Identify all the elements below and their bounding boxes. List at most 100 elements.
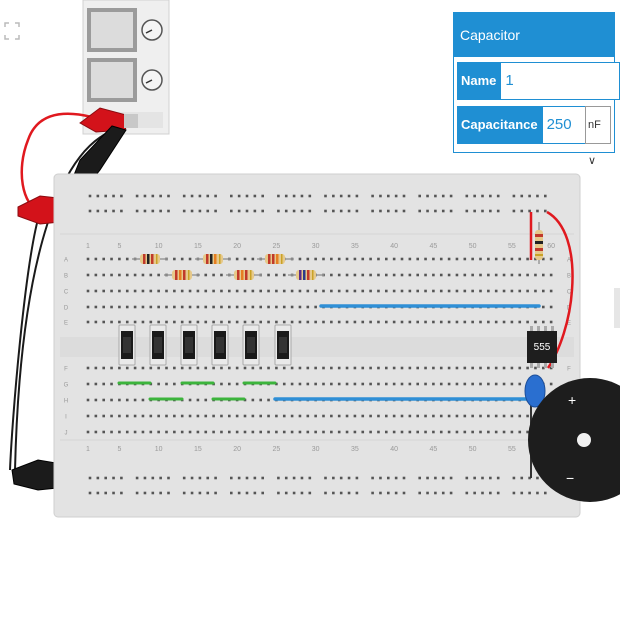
hole [298,366,302,370]
rail-hole [308,476,312,480]
rail-hole [489,209,492,213]
rail-hole [198,194,202,198]
hole [549,289,553,293]
column-number: 45 [430,243,438,250]
hole [275,382,278,386]
hole [282,305,286,309]
rail-hole [418,209,421,213]
panel-title: Capacitor [454,13,614,57]
hole [212,305,215,309]
hole [385,430,388,434]
hole [400,289,404,293]
red-clip-top[interactable] [79,107,138,133]
jumper-wires[interactable] [117,210,574,479]
resistor-vertical[interactable] [535,222,543,264]
hole [353,289,357,293]
hole [149,366,153,370]
hole [290,430,294,434]
hole [385,414,388,418]
piezo-speaker[interactable]: + − [528,378,620,502]
hole [549,273,553,277]
hole [392,289,396,293]
rail-hole [528,491,531,495]
hole [235,414,239,418]
hole [282,430,286,434]
hole [385,382,388,386]
hole [353,430,357,434]
rail-hole [481,194,484,198]
rail-hole [536,194,539,198]
rail-hole [284,209,288,213]
hole [353,414,357,418]
rail-hole [473,209,476,213]
name-input[interactable]: 1 [500,62,620,100]
rail-hole [371,491,374,495]
hole [251,398,255,402]
rail-hole [394,209,398,213]
rail-hole [104,476,107,480]
rail-hole [112,209,115,213]
rail-hole [230,491,233,495]
hole [494,320,498,324]
hole [479,320,482,324]
hole [542,366,545,370]
hole [353,257,357,261]
rail-hole [371,194,374,198]
column-number: 1 [86,243,90,250]
hole [361,257,365,261]
pushbutton-center [123,337,131,353]
hole [330,382,333,386]
hole [86,382,90,386]
hole [385,273,388,277]
hole [110,273,113,277]
hole [337,257,341,261]
rail-hole [324,491,327,495]
unit-select[interactable]: nF ∨ [585,106,611,167]
hole [322,289,325,293]
rail-hole [441,194,445,198]
hole [290,366,294,370]
ic-555[interactable]: 555 [527,326,557,368]
hole [251,366,255,370]
rail-hole [135,476,139,480]
hole [494,289,498,293]
panel-edge-handle[interactable] [614,288,620,328]
row-letter: C [64,290,69,296]
hole [502,289,506,293]
rail-hole [394,194,398,198]
hole [377,273,380,277]
hole [471,320,474,324]
pushbutton [118,324,136,366]
capacitor[interactable] [524,374,546,408]
hole [118,320,121,324]
resistor-band [276,254,279,264]
hole [447,320,451,324]
rail-hole [332,209,335,213]
hole [259,289,262,293]
column-number: 50 [469,243,477,250]
resistors[interactable] [132,254,324,280]
hole [282,414,286,418]
hole [439,414,443,418]
hole [487,382,490,386]
fullscreen-icon[interactable] [4,22,20,40]
hole [463,366,467,370]
resistor [164,270,200,280]
hole [173,430,176,434]
hole [439,366,443,370]
hole [212,289,215,293]
supply-wires[interactable] [9,112,123,471]
hole [94,430,98,434]
hole [494,366,498,370]
hole [173,289,176,293]
row-letter: J [65,431,68,437]
rail-hole [387,476,390,480]
hole [447,430,451,434]
rail-hole [88,194,92,198]
hole [235,320,239,324]
pushbuttons[interactable] [118,324,292,366]
hole [267,366,270,370]
pushbutton-center [154,337,162,353]
hole [188,289,192,293]
